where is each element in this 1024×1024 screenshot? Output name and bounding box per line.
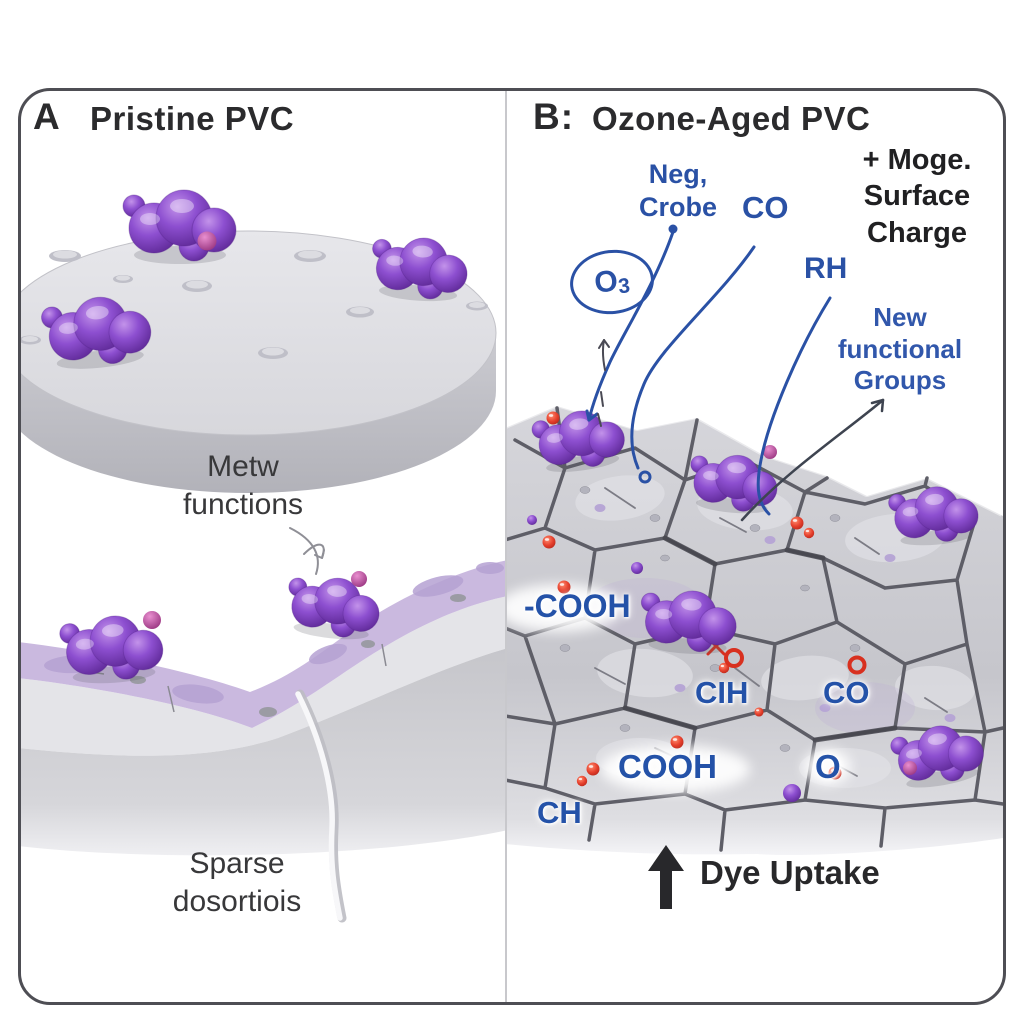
dye-fragment bbox=[783, 784, 801, 802]
ozone-subscript: 3 bbox=[617, 274, 632, 299]
dye-fragment bbox=[527, 515, 537, 525]
surface-charge-line1: + Moge. bbox=[862, 144, 972, 176]
panel-b-label: B: bbox=[533, 96, 575, 137]
label-halo-clouds bbox=[505, 584, 851, 793]
faint-arrow bbox=[289, 527, 325, 575]
panel-a-bottom-caption: Sparse dosortiois bbox=[140, 845, 334, 920]
cih-label: CIH bbox=[695, 675, 749, 710]
o-label: O bbox=[815, 748, 841, 785]
new-functional-groups-note: New functional Groups bbox=[833, 302, 967, 397]
dye-fragment bbox=[631, 562, 643, 574]
cooh-left-label: -COOH bbox=[524, 588, 631, 624]
figure-art-area bbox=[18, 88, 1006, 1005]
disc-dimples bbox=[19, 250, 488, 359]
pristine-pvc-disc bbox=[18, 230, 497, 493]
panel-a-title: Pristine PVC bbox=[90, 100, 295, 137]
panel-a-label: A bbox=[33, 96, 61, 137]
panel-divider bbox=[505, 88, 507, 1005]
groups-note-line1: New bbox=[873, 302, 927, 332]
dye-molecule bbox=[122, 189, 237, 265]
neg-note-line2: Crobe bbox=[638, 191, 717, 222]
dye-molecule-pink-atom bbox=[903, 761, 917, 775]
dye-molecule-pink-atom bbox=[143, 611, 161, 629]
surface-charge-line2: Surface bbox=[863, 180, 971, 213]
surface-charge-note: + Moge. Surface Charge bbox=[842, 142, 992, 251]
mid-caption-line1: Metw bbox=[207, 450, 279, 483]
bottom-caption-line2: dosortiois bbox=[172, 884, 302, 918]
dye-uptake-label: Dye Uptake bbox=[700, 854, 880, 891]
ozone-symbol: O bbox=[592, 264, 620, 300]
co-surface-label: CO bbox=[823, 675, 870, 710]
pristine-lower-surface bbox=[18, 560, 508, 856]
mid-caption-line2: functions bbox=[182, 487, 304, 521]
dye-molecule-pink-atom bbox=[197, 231, 217, 251]
panel-b-artwork bbox=[505, 224, 1003, 856]
co-annotation: CO bbox=[742, 190, 789, 225]
new-groups-arrow bbox=[740, 398, 885, 522]
panel-b-title: Ozone-Aged PVC bbox=[592, 100, 871, 137]
neg-charge-note: Neg, Crobe bbox=[618, 158, 738, 224]
surface-thread-line bbox=[295, 689, 347, 923]
ch-label: CH bbox=[537, 795, 582, 830]
ozone-attack-arrows bbox=[585, 224, 832, 516]
bottom-caption-line1: Sparse bbox=[189, 847, 285, 880]
dye-molecule-pink-atom bbox=[763, 445, 777, 459]
neg-note-line1: Neg, bbox=[648, 159, 708, 189]
surface-charge-line3: Charge bbox=[867, 216, 967, 249]
dye-molecule bbox=[368, 234, 470, 305]
groups-note-line3: Groups bbox=[853, 365, 947, 396]
groups-note-line2: functional bbox=[837, 333, 963, 364]
ozone-rise-arrows bbox=[597, 339, 610, 427]
panel-a-artwork bbox=[18, 189, 508, 923]
up-arrow-icon bbox=[648, 845, 684, 909]
dye-molecule-pink-atom bbox=[351, 571, 367, 587]
panel-a-mid-caption: Metw functions bbox=[153, 448, 333, 523]
rh-annotation: RH bbox=[804, 252, 848, 285]
cooh-center-label: COOH bbox=[618, 748, 717, 785]
